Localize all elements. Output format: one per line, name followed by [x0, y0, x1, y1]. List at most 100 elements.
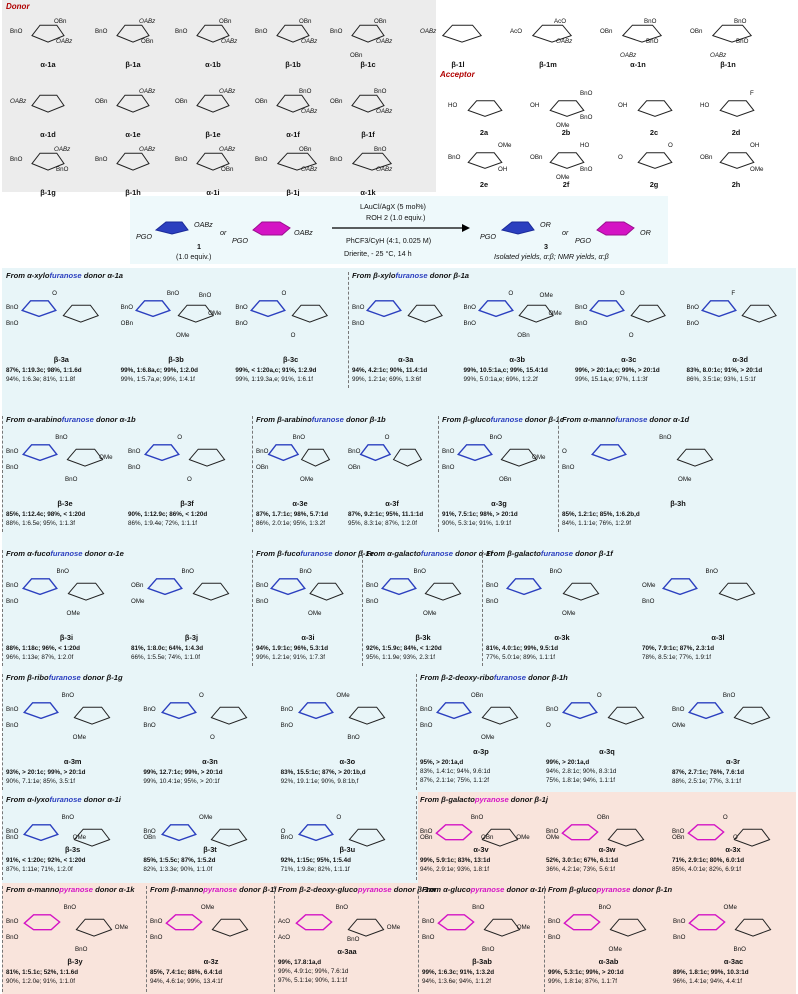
product-acceptor-ring [718, 582, 756, 601]
product-donor-ring [477, 300, 514, 318]
conditions-line: Drierite, - 25 °C, 14 h [344, 249, 412, 258]
product-label: α-3aa [337, 947, 357, 956]
product-donor-ring [437, 914, 475, 931]
product-fragment: BnO [56, 568, 69, 575]
product-fragment: OBn [470, 692, 484, 699]
pyranose-product-ring [596, 221, 635, 236]
section-title-ring-type: pyranose [203, 885, 237, 894]
product-fragment: BnO [420, 706, 433, 713]
product-label: β-3ab [472, 957, 492, 966]
donor-fragment: OABz [54, 146, 71, 153]
section-divider [252, 550, 253, 666]
product-fragment: BnO [335, 904, 349, 911]
section-title-ring-type: furanose [50, 549, 83, 558]
product-fragment: BnO [482, 946, 495, 953]
product-fragment: OMe [532, 454, 546, 461]
acceptor-ring [467, 100, 503, 117]
product-fragment: OMe [516, 924, 531, 931]
product-donor-ring [160, 702, 197, 720]
product-donor-ring [267, 444, 300, 462]
product-fragment: BnO [442, 448, 455, 455]
product-donor-ring [21, 444, 58, 462]
product-label: α-3c [621, 355, 637, 364]
product-fragment: O [281, 290, 287, 297]
section-divider [348, 272, 349, 388]
donor-label: α-1n [630, 60, 646, 69]
product-fragment: O [596, 692, 602, 699]
donor-ring [276, 94, 310, 113]
product-fragment: AcO [278, 934, 291, 941]
product-fragment: O [52, 290, 57, 297]
product-acceptor-ring [212, 918, 249, 937]
product-fragment: BnO [705, 568, 718, 575]
donor-label: β-1f [361, 130, 375, 139]
section-title-suffix: donor α-1e [82, 549, 124, 558]
yield-line: 75%, 1.8:1e; 94%, 1.1:1f [546, 777, 615, 784]
product-fragment: BnO [6, 320, 19, 327]
section-title-prefix: From β-2-deoxy-ribo [420, 673, 494, 682]
product-label: β-3k [415, 633, 431, 642]
acceptor-fragment: OH [750, 142, 760, 149]
yield-line: 99%, 17.8:1a,d [278, 959, 322, 966]
product-label: α-3a [398, 355, 414, 364]
yield-line: 99%, 1:6.8a,c; 99%, 1:2.0d [120, 367, 199, 374]
product-fragment: BnO [143, 828, 156, 835]
donor-fragment: BnO [95, 156, 108, 163]
reaction-arrow [332, 224, 470, 232]
yield-line: 86%, 3.5:1e; 93%, 1.5:1f [686, 376, 756, 383]
yield-line: 90%, 5.3:1e; 91%, 1.9:1f [442, 520, 511, 527]
product-fragment: O [546, 722, 551, 729]
donor-fragment: BnO [255, 156, 268, 163]
product-fragment: BnO [575, 304, 588, 311]
donor-label: β-1g [40, 188, 56, 197]
donor-label: β-1b [285, 60, 301, 69]
acceptor-fragment: OBn [530, 154, 543, 161]
yield-line: 92%, 1:15c; 95%, 1:5.4d [280, 857, 352, 864]
donor-label: α-1f [286, 130, 300, 139]
product-fragment: OBn [120, 320, 134, 327]
yield-line: 99%, 1:19.3a,e; 91%, 1:6.1f [235, 376, 314, 383]
product-fragment: BnO [280, 706, 294, 713]
acceptor-title: Acceptor [440, 70, 475, 79]
product-fragment: BnO [486, 582, 499, 589]
product-fragment: BnO [61, 814, 75, 821]
product-donor-ring [561, 824, 599, 841]
yield-line: 77%, 5.0:1e; 89%, 1.1:1f [486, 654, 555, 661]
product-fragment: O [508, 290, 514, 297]
donor-fragment: OABz [139, 88, 156, 95]
yield-line: 99%, 12.7:1c; 99%, > 20:1d [143, 769, 223, 776]
donor-ring [351, 152, 393, 171]
acceptor-ring [719, 152, 755, 169]
product-label: α-3k [554, 633, 570, 642]
product-donor-ring [457, 444, 494, 462]
product-acceptor-ring [66, 448, 103, 467]
product-donor-ring [20, 300, 57, 318]
section-title-ring-type: pyranose [596, 885, 631, 894]
product-label: α-3x [725, 845, 741, 854]
donor-fragment: BnO [644, 18, 657, 25]
donor-label: α-1a [40, 60, 56, 69]
section-divider [416, 674, 417, 790]
donor-ring [31, 152, 65, 171]
product-fragment: OBn [481, 834, 494, 841]
section-divider [2, 416, 3, 532]
section-title-ring-type: furanose [420, 549, 453, 558]
product-fragment: BnO [256, 598, 269, 605]
donor-fragment: BnO [646, 38, 659, 45]
acceptor-label: 2g [649, 180, 659, 189]
product-acceptor-ring [482, 828, 519, 847]
donor-fragment: BnO [736, 38, 749, 45]
section-title-prefix: From β-arabino [256, 415, 312, 424]
yield-line: 83%, 1.4:1c; 94%, 9.6:1d [420, 768, 491, 775]
product-fragment: BnO [6, 828, 19, 835]
donor-ring [531, 24, 573, 43]
section-title-suffix: donor β-1j [508, 795, 548, 804]
product-acceptor-ring [500, 448, 538, 467]
section-title-ring-type: furanose [61, 415, 94, 424]
product-donor-ring [160, 824, 197, 842]
acceptor-fragment: OMe [556, 174, 570, 181]
donor-fragment: BnO [10, 28, 23, 35]
section-title-prefix: From β-galacto [420, 795, 475, 804]
section-divider [2, 886, 3, 992]
product-fragment: BnO [672, 828, 685, 835]
